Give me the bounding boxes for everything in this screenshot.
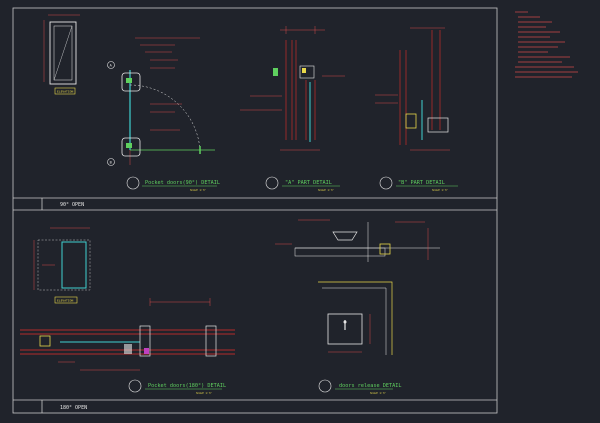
scale-release: SCALE 1:?? [370,391,386,395]
scale-a: SCALE 1:?? [318,188,334,192]
section-label-90: 90° OPEN [60,202,84,208]
scale-90: SCALE 1:?? [190,188,206,192]
section-label-180: 180° OPEN [60,405,87,411]
scale-180: SCALE 1:?? [196,391,212,395]
part-b-detail [375,27,450,151]
doors-release-section [275,219,440,262]
doors-release-detail [318,281,393,355]
marker-a: A [110,64,113,68]
title-pocket-90: Pocket doors(90°) DETAIL [145,180,220,186]
title-pocket-180: Pocket doors(180°) DETAIL [148,383,226,389]
elevation-tag-top: ELEVATION [57,90,73,94]
scale-b: SCALE 1:?? [432,188,448,192]
marker-b: B [110,161,112,165]
bottom-titles: Pocket doors(180°) DETAIL SCALE 1:?? doo… [128,379,401,395]
elevation-tag-bottom: ELEVATION [57,299,73,303]
top-titles: Pocket doors(90°) DETAIL SCALE 1:?? "A" … [126,176,458,192]
title-part-b: "B" PART DETAIL [398,180,445,186]
part-a-detail [240,26,345,151]
pocket-door-180-plan [20,298,235,371]
title-doors-release: doors release DETAIL [339,383,401,389]
elevation-top: ELEVATION [43,14,80,95]
pocket-door-90-plan: A B [107,37,215,166]
title-part-a: "A" PART DETAIL [285,180,332,186]
general-notes [515,11,578,78]
sheet-frame [12,7,498,414]
elevation-bottom: ELEVATION [33,227,91,304]
